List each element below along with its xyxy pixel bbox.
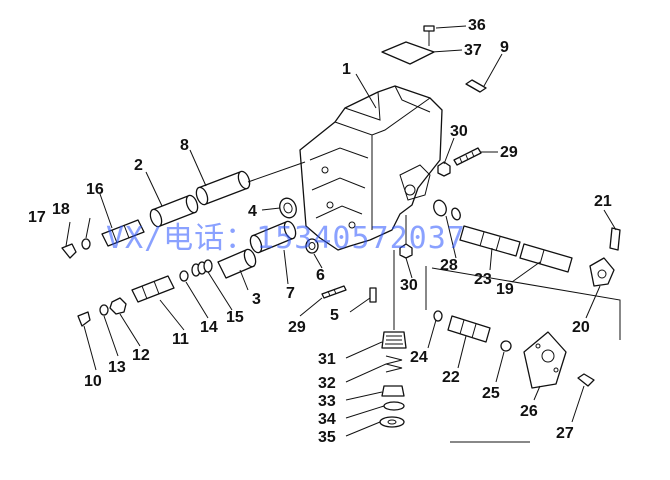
- nut-30-upper-part: [437, 161, 451, 177]
- ring-14-part: [179, 270, 189, 282]
- callout-14: 14: [200, 319, 218, 336]
- callout-37: 37: [464, 42, 482, 59]
- callout-18: 18: [52, 201, 70, 218]
- sleeve-8-part: [195, 161, 306, 206]
- bolt-9-part: [465, 79, 487, 93]
- callout-26: 26: [520, 403, 538, 420]
- spool-11-part: [131, 275, 175, 303]
- bushing-4-part: [279, 197, 297, 219]
- callout-32: 32: [318, 375, 336, 392]
- spool-22-part: [447, 315, 491, 343]
- screw-36-part: [423, 25, 435, 46]
- callout-3: 3: [252, 291, 261, 308]
- callout-35: 35: [318, 429, 336, 446]
- callout-2: 2: [134, 157, 143, 174]
- spring-32-part: [385, 355, 403, 373]
- callout-4: 4: [248, 203, 257, 220]
- callout-29-upper: 29: [500, 144, 518, 161]
- spool-16-part: [101, 219, 145, 247]
- filter-31-part: [381, 331, 407, 349]
- spring-15-part: [191, 259, 213, 277]
- callout-27: 27: [556, 425, 574, 442]
- lever-20-part: [589, 257, 615, 287]
- callout-19: 19: [496, 281, 514, 298]
- plug-33-part: [381, 385, 405, 397]
- callout-12: 12: [132, 347, 150, 364]
- callout-21: 21: [594, 193, 612, 210]
- plug-25-part: [500, 340, 512, 352]
- callout-1: 1: [342, 61, 351, 78]
- ring-24-part: [433, 310, 443, 322]
- callout-17: 17: [28, 209, 46, 226]
- ring-13-part: [99, 304, 109, 316]
- callout-30-lower: 30: [400, 277, 418, 294]
- callout-31: 31: [318, 351, 336, 368]
- callout-36: 36: [468, 17, 486, 34]
- sleeve-7-part: [249, 220, 297, 254]
- cover-plate-part: [381, 41, 435, 65]
- pin-5-part: [369, 287, 377, 303]
- callout-20: 20: [572, 319, 590, 336]
- ring-18-part: [81, 238, 91, 250]
- callout-11: 11: [172, 331, 189, 348]
- callout-6: 6: [316, 267, 325, 284]
- callout-labels: 36 37 9 1 30 29 8 2 16 17 18 4 6 7 3 15 …: [28, 17, 612, 446]
- sleeve-2-part: [149, 194, 199, 228]
- ring-28-part: [433, 199, 461, 221]
- spool-23-part: [459, 225, 521, 257]
- screw-29-upper-part: [453, 147, 482, 166]
- bolt-27-part: [577, 373, 595, 387]
- callout-7: 7: [286, 285, 295, 302]
- callout-34: 34: [318, 411, 336, 428]
- callout-9: 9: [500, 39, 509, 56]
- valve-body-part: [299, 85, 443, 251]
- callout-23: 23: [474, 271, 492, 288]
- callout-13: 13: [108, 359, 126, 376]
- callout-30-upper: 30: [450, 123, 468, 140]
- callout-24: 24: [410, 349, 428, 366]
- seal-6-part: [305, 238, 319, 254]
- bolt-21-part: [609, 227, 621, 251]
- plate-26-part: [523, 331, 567, 389]
- callout-16: 16: [86, 181, 104, 198]
- callout-5: 5: [330, 307, 339, 324]
- nut-30-lower-part: [399, 215, 413, 259]
- spool-19-part: [519, 243, 573, 273]
- oring-34-part: [383, 401, 405, 411]
- washer-35-part: [379, 416, 405, 428]
- leader-lines: [65, 25, 617, 437]
- callout-33: 33: [318, 393, 336, 410]
- callout-29-lower: 29: [288, 319, 306, 336]
- plug-17-part: [61, 243, 77, 259]
- callout-22: 22: [442, 369, 460, 386]
- plug-10-part: [77, 311, 91, 327]
- callout-15: 15: [226, 309, 244, 326]
- callout-25: 25: [482, 385, 500, 402]
- watermark-text: VX/电话：15340572037: [106, 221, 466, 256]
- callout-28: 28: [440, 257, 458, 274]
- nut-12-part: [109, 297, 127, 315]
- screw-29-lower-part: [321, 285, 347, 299]
- piston-3-part: [217, 248, 257, 279]
- group-bracket-lines: [425, 266, 621, 443]
- callout-8: 8: [180, 137, 189, 154]
- callout-10: 10: [84, 373, 102, 390]
